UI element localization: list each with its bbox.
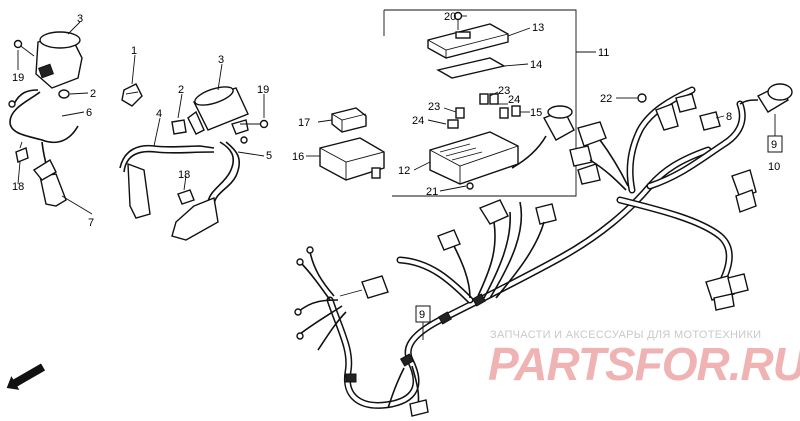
callout-18-left: 18 (12, 181, 24, 193)
fwd-arrow: FWD (6, 358, 46, 390)
callout-19-right: 19 (257, 84, 269, 96)
callout-23-upper: 23 (498, 85, 510, 97)
callout-3-right: 3 (218, 54, 224, 66)
relay-16 (319, 137, 385, 181)
callout-15: 15 (530, 107, 542, 119)
callout-9-lower: 9 (419, 309, 425, 321)
callout-16: 16 (292, 151, 304, 163)
callout-8: 8 (726, 111, 732, 123)
callout-18-center: 18 (178, 169, 190, 181)
relay-17 (331, 107, 367, 133)
callout-10: 10 (768, 161, 780, 173)
fuse-box-group (383, 9, 577, 197)
callout-24-upper: 24 (508, 94, 520, 106)
ignition-coil-right (171, 86, 269, 241)
ignition-coil-left (8, 31, 83, 207)
callout-23-lower: 23 (428, 101, 440, 113)
callout-9-right: 9 (771, 139, 777, 151)
callout-5: 5 (266, 150, 272, 162)
callout-22: 22 (600, 93, 612, 105)
callout-1: 1 (131, 45, 137, 57)
callout-14: 14 (530, 59, 542, 71)
branch-wires (294, 83, 793, 417)
callout-2-left: 2 (90, 88, 96, 100)
callout-20: 20 (444, 11, 456, 23)
callout-4: 4 (156, 108, 162, 120)
callout-21: 21 (426, 186, 438, 198)
callout-labels: 3 19 2 6 18 7 1 2 4 3 19 5 18 17 16 20 1… (12, 11, 780, 321)
main-wire-harness (326, 86, 746, 409)
callout-24-lower: 24 (412, 115, 424, 127)
callout-19-left: 19 (12, 72, 24, 84)
callout-11: 11 (598, 47, 609, 59)
watermark-caption: ЗАПЧАСТИ И АКСЕССУАРЫ ДЛЯ МОТОТЕХНИКИ (490, 329, 761, 341)
watermark-logo: PARTSFOR.RU (488, 338, 800, 390)
plug-wire-center (119, 83, 215, 219)
callout-2-center: 2 (178, 84, 184, 96)
leader-lines (17, 15, 776, 340)
callout-13: 13 (532, 22, 544, 34)
callout-12: 12 (398, 165, 410, 177)
callout-17: 17 (298, 117, 310, 129)
callout-3-left: 3 (77, 13, 83, 25)
callout-7: 7 (88, 217, 94, 229)
callout-6: 6 (86, 107, 92, 119)
